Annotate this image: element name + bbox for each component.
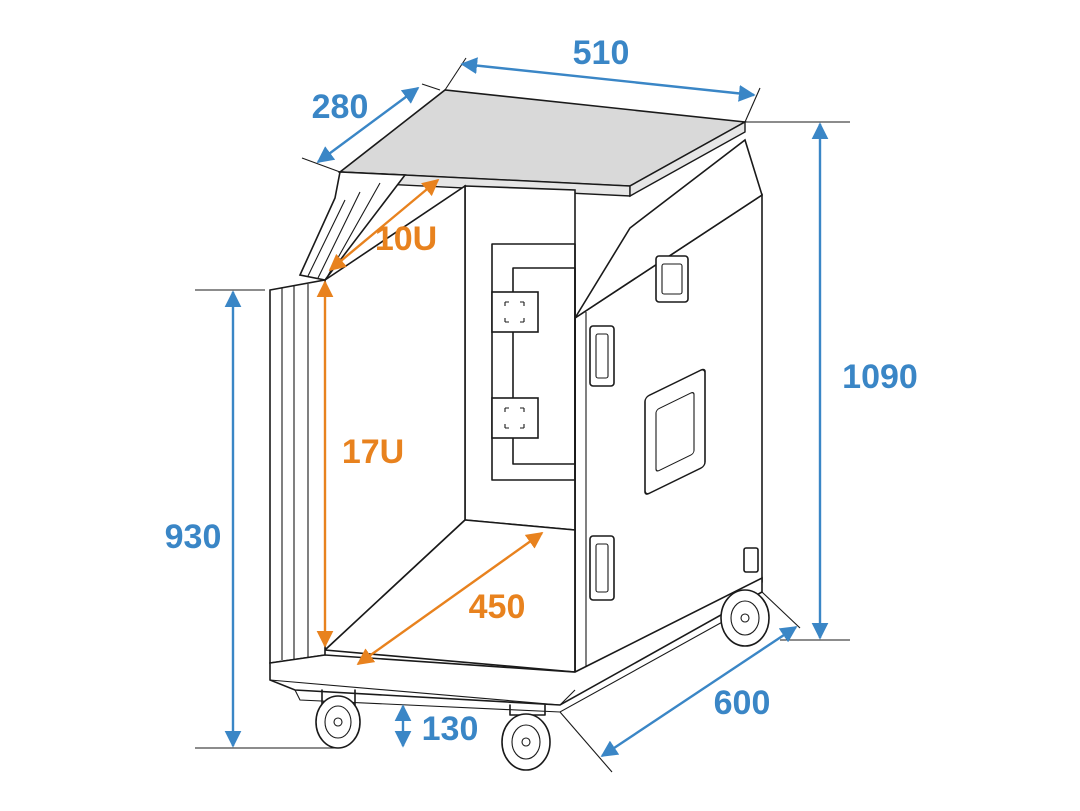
arrow-510 [460, 57, 756, 102]
label-height-total: 1090 [842, 358, 918, 396]
top-lid [337, 89, 748, 187]
label-depth-top: 280 [312, 88, 369, 126]
label-rack-top: 10U [375, 220, 437, 258]
label-rack-main: 17U [342, 433, 404, 471]
label-depth-bottom: 600 [714, 684, 771, 722]
top-lid-side [629, 120, 746, 198]
dimension-labels: 510 280 1090 930 130 600 10U 17U 450 [165, 34, 918, 748]
caster-front-left [315, 689, 361, 749]
latch-lower-front [589, 535, 615, 601]
arrow-10u [328, 178, 440, 272]
latch-bottom-side [743, 547, 759, 573]
label-inner-depth: 450 [469, 588, 526, 626]
top-slanted-panel [574, 138, 763, 319]
arrow-600 [600, 626, 798, 757]
left-door-frame [269, 279, 326, 664]
arrow-280 [316, 87, 420, 163]
case-body [269, 89, 770, 771]
label-height-front: 930 [165, 518, 222, 556]
caster-rear-right [720, 589, 770, 647]
rack-bracket-upper [491, 291, 539, 333]
inner-back-wall [464, 185, 576, 531]
dimension-arrows-blue [224, 57, 829, 757]
latch-top [655, 255, 689, 303]
caster-front-right [501, 704, 551, 771]
rack-bracket-lower [491, 397, 539, 439]
label-width-top: 510 [573, 34, 630, 72]
label-caster-height: 130 [422, 710, 479, 748]
arrow-450 [356, 532, 544, 665]
side-handle [644, 368, 706, 495]
dimension-arrows-orange [316, 178, 544, 665]
latch-upper-front [589, 325, 615, 387]
